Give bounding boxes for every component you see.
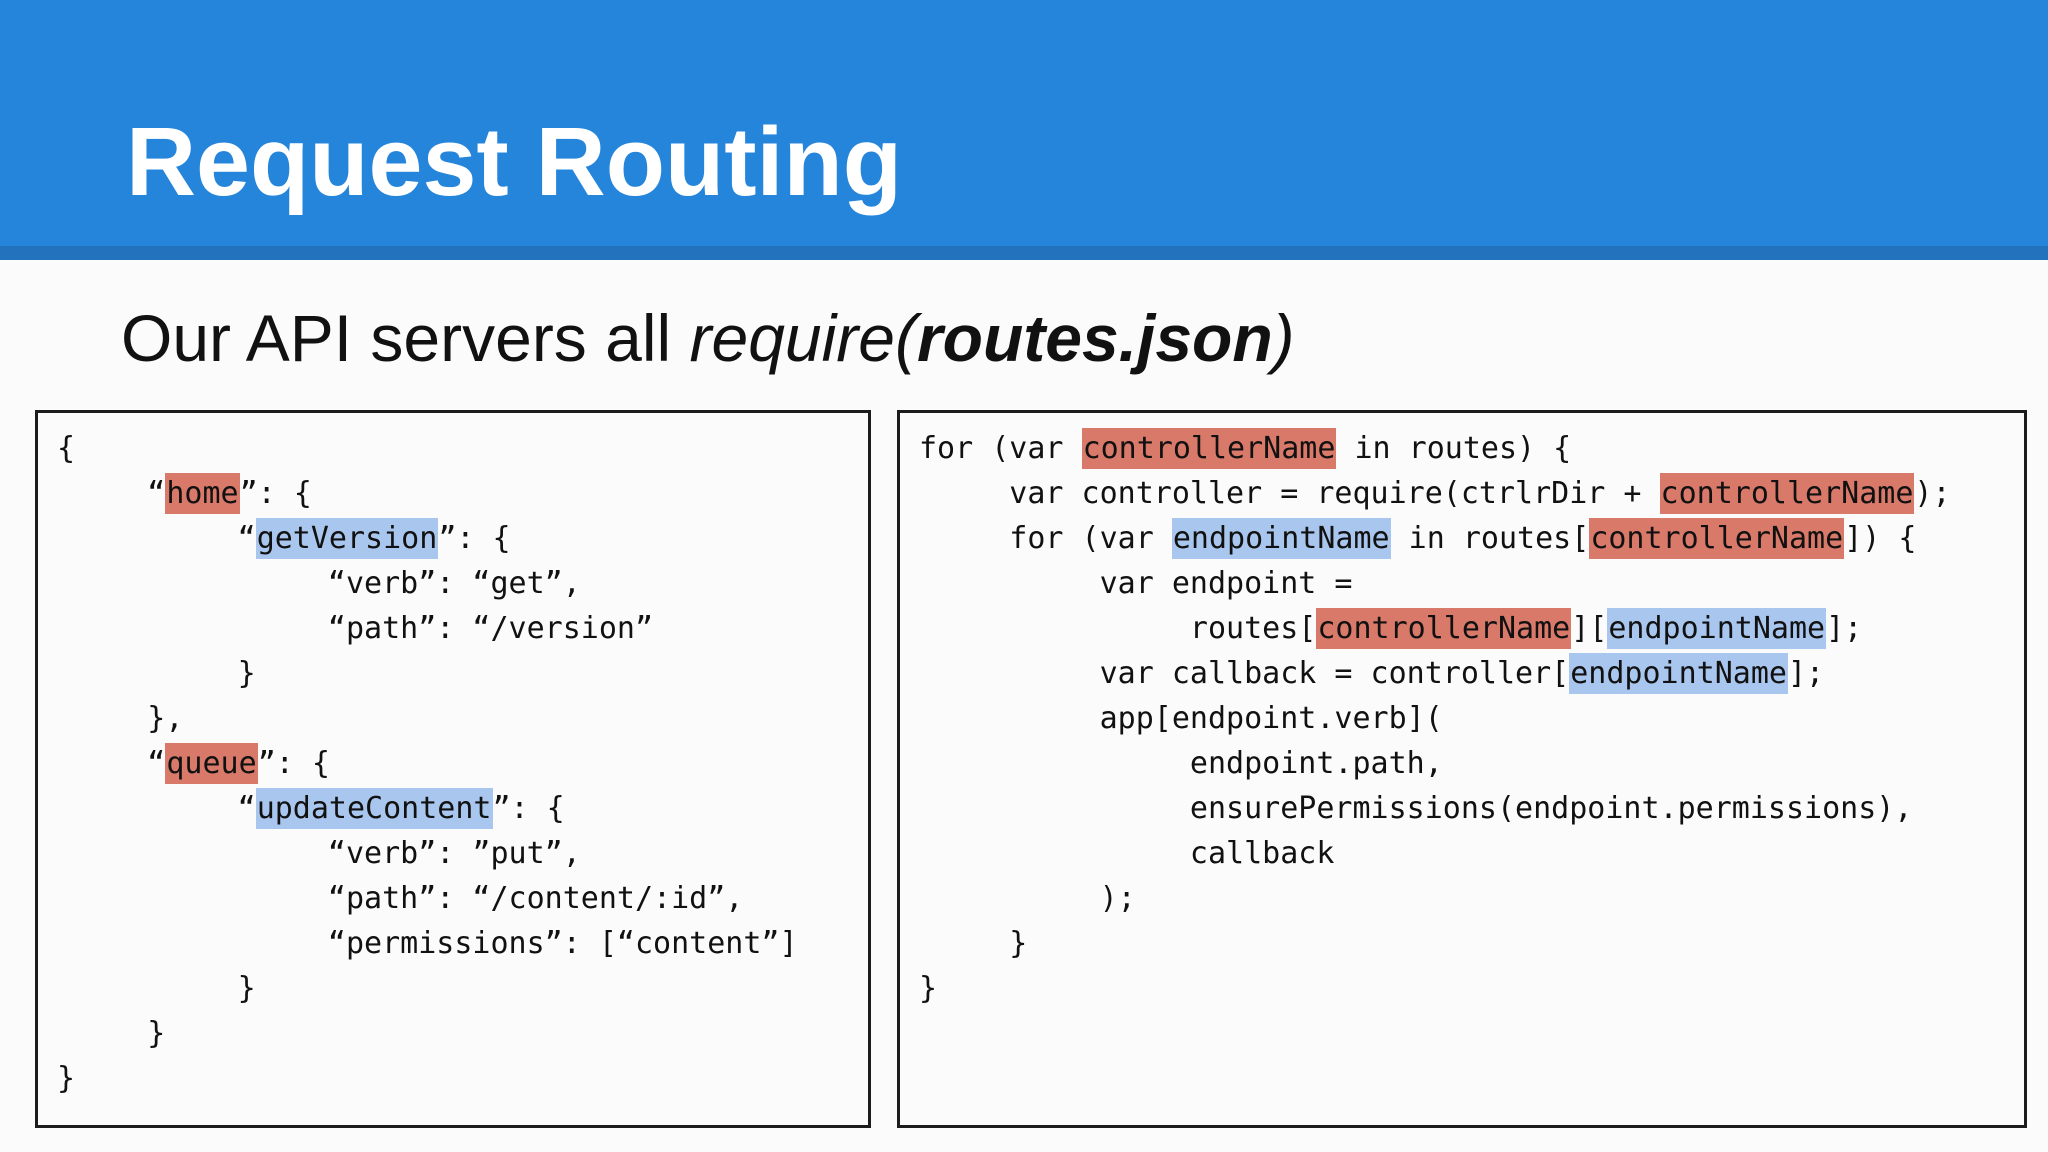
code-text: var controller = require(ctrlrDir + [919, 476, 1660, 511]
code-text: ]) { [1844, 521, 1917, 556]
code-text: ][ [1571, 611, 1608, 646]
code-line: app[endpoint.verb]( [919, 696, 2024, 741]
token-highlight-red: controllerName [1589, 518, 1845, 559]
code-text: } [57, 1061, 76, 1096]
code-line: “path”: “/version” [57, 606, 868, 651]
slide-title: Request Routing [126, 107, 902, 216]
code-text: endpoint.path, [919, 746, 1443, 781]
code-line: { [57, 426, 868, 471]
code-text: ”: { [257, 746, 330, 781]
code-line: } [57, 1011, 868, 1056]
code-text: “ [57, 746, 166, 781]
code-text: ); [1914, 476, 1951, 511]
header-bar: Request Routing [0, 0, 2048, 246]
token-highlight-red: controllerName [1316, 608, 1572, 649]
code-text: routes[ [919, 611, 1317, 646]
code-text: ]; [1787, 656, 1825, 691]
code-body: { “home”: { “getVersion”: { “verb”: “get… [38, 413, 868, 1101]
code-text: ]; [1826, 611, 1863, 646]
subtitle-italic-text: require( [689, 301, 917, 375]
code-text: callback [919, 836, 1335, 871]
code-line: var endpoint = [919, 561, 2024, 606]
subtitle: Our API servers all require(routes.json) [121, 300, 1295, 376]
subtitle-closing-paren: ) [1272, 301, 1295, 375]
code-line: “queue”: { [57, 741, 868, 786]
code-text: “path”: “/content/:id”, [57, 881, 744, 916]
token-highlight-blue: endpointName [1569, 653, 1788, 694]
code-text: “ [57, 521, 256, 556]
code-line: } [57, 966, 868, 1011]
code-text: ”: { [492, 791, 565, 826]
token-highlight-red: controllerName [1659, 473, 1915, 514]
code-text: for (var [919, 431, 1082, 466]
code-text: ”: { [239, 476, 312, 511]
code-line: endpoint.path, [919, 741, 2024, 786]
code-text: { [57, 431, 76, 466]
code-line: “permissions”: [“content”] [57, 921, 868, 966]
code-text: } [57, 971, 256, 1006]
code-text: }, [57, 701, 184, 736]
code-body: for (var controllerName in routes) { var… [900, 413, 2024, 1011]
code-line: “path”: “/content/:id”, [57, 876, 868, 921]
code-text: “permissions”: [“content”] [57, 926, 798, 961]
code-text: var callback = controller[ [919, 656, 1570, 691]
code-line: “updateContent”: { [57, 786, 868, 831]
code-line: } [919, 966, 2024, 1011]
code-text: var endpoint = [919, 566, 1353, 601]
code-line: “verb”: ”put”, [57, 831, 868, 876]
code-line: var controller = require(ctrlrDir + cont… [919, 471, 2024, 516]
code-text: “ [57, 791, 256, 826]
code-panel-router-code: for (var controllerName in routes) { var… [897, 410, 2027, 1128]
code-line: } [919, 921, 2024, 966]
code-line: for (var controllerName in routes) { [919, 426, 2024, 471]
code-text: “path”: “/version” [57, 611, 654, 646]
subtitle-regular-text: Our API servers all [121, 301, 690, 375]
code-text: ”: { [438, 521, 511, 556]
code-line: } [57, 1056, 868, 1101]
token-highlight-blue: endpointName [1607, 608, 1827, 649]
code-text: } [919, 971, 938, 1006]
subtitle-bold-italic-text: routes.json [916, 301, 1273, 375]
code-text: “ [57, 476, 166, 511]
code-line: } [57, 651, 868, 696]
code-text: } [57, 1016, 166, 1051]
code-line: “home”: { [57, 471, 868, 516]
code-line: }, [57, 696, 868, 741]
code-line: ensurePermissions(endpoint.permissions), [919, 786, 2024, 831]
code-line: routes[controllerName][endpointName]; [919, 606, 2024, 651]
token-highlight-red: controllerName [1081, 428, 1337, 469]
token-highlight-red: home [165, 473, 240, 514]
code-text: app[endpoint.verb]( [919, 701, 1443, 736]
code-line: var callback = controller[endpointName]; [919, 651, 2024, 696]
code-text: for (var [919, 521, 1172, 556]
code-text: “verb”: ”put”, [57, 836, 581, 871]
token-highlight-blue: updateContent [255, 788, 493, 829]
token-highlight-blue: getVersion [255, 518, 439, 559]
code-text: ); [919, 881, 1136, 916]
code-line: callback [919, 831, 2024, 876]
code-text: ensurePermissions(endpoint.permissions), [919, 791, 1913, 826]
code-line: “verb”: “get”, [57, 561, 868, 606]
code-text: in routes) { [1336, 431, 1572, 466]
code-line: ); [919, 876, 2024, 921]
code-text: in routes[ [1390, 521, 1590, 556]
token-highlight-red: queue [165, 743, 258, 784]
code-panel-routes-json: { “home”: { “getVersion”: { “verb”: “get… [35, 410, 871, 1128]
code-text: “verb”: “get”, [57, 566, 581, 601]
code-line: for (var endpointName in routes[controll… [919, 516, 2024, 561]
code-text: } [57, 656, 256, 691]
header-accent-strip [0, 246, 2048, 260]
token-highlight-blue: endpointName [1171, 518, 1391, 559]
code-line: “getVersion”: { [57, 516, 868, 561]
code-text: } [919, 926, 1028, 961]
